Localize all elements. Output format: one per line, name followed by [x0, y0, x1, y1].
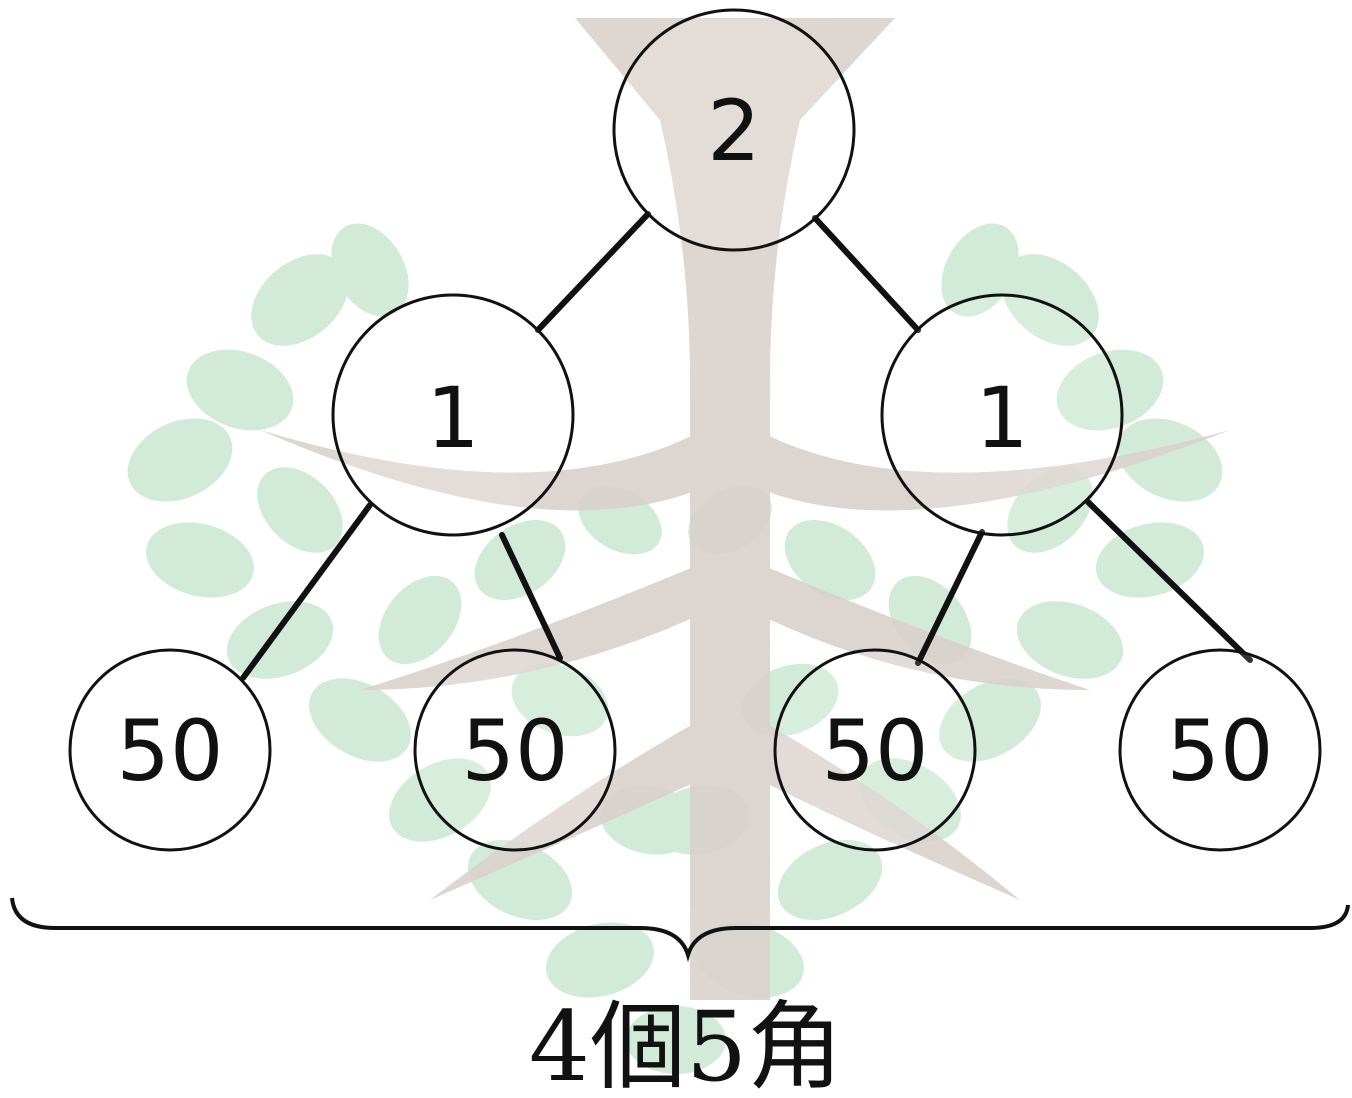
edge-left-leaf1 — [240, 502, 373, 681]
leaf-node-1: 50 — [68, 648, 272, 852]
leaf-node-label: 50 — [1167, 702, 1274, 800]
leaf-node-label: 50 — [462, 702, 569, 800]
root-node: 2 — [612, 8, 856, 252]
edge-right-leaf3 — [915, 529, 985, 666]
caption: 4個5角 — [529, 991, 843, 1098]
edge-root-right — [812, 215, 921, 333]
curly-brace — [10, 897, 1350, 963]
level1-node-label: 1 — [426, 369, 479, 467]
edge-root-left — [535, 211, 651, 333]
tree-edges — [240, 211, 1253, 681]
leaf-node-3: 50 — [773, 648, 977, 852]
leaf-node-label: 50 — [117, 702, 224, 800]
leaf-node-label: 50 — [822, 702, 929, 800]
level1-node-label: 1 — [975, 369, 1028, 467]
level1-node-left: 1 — [331, 293, 575, 537]
edge-right-leaf4 — [1085, 499, 1253, 663]
root-node-label: 2 — [707, 82, 760, 180]
level1-node-right: 1 — [880, 293, 1124, 537]
leaf-node-2: 50 — [413, 648, 617, 852]
edge-left-leaf2 — [499, 532, 563, 661]
leaf-node-4: 50 — [1118, 648, 1322, 852]
